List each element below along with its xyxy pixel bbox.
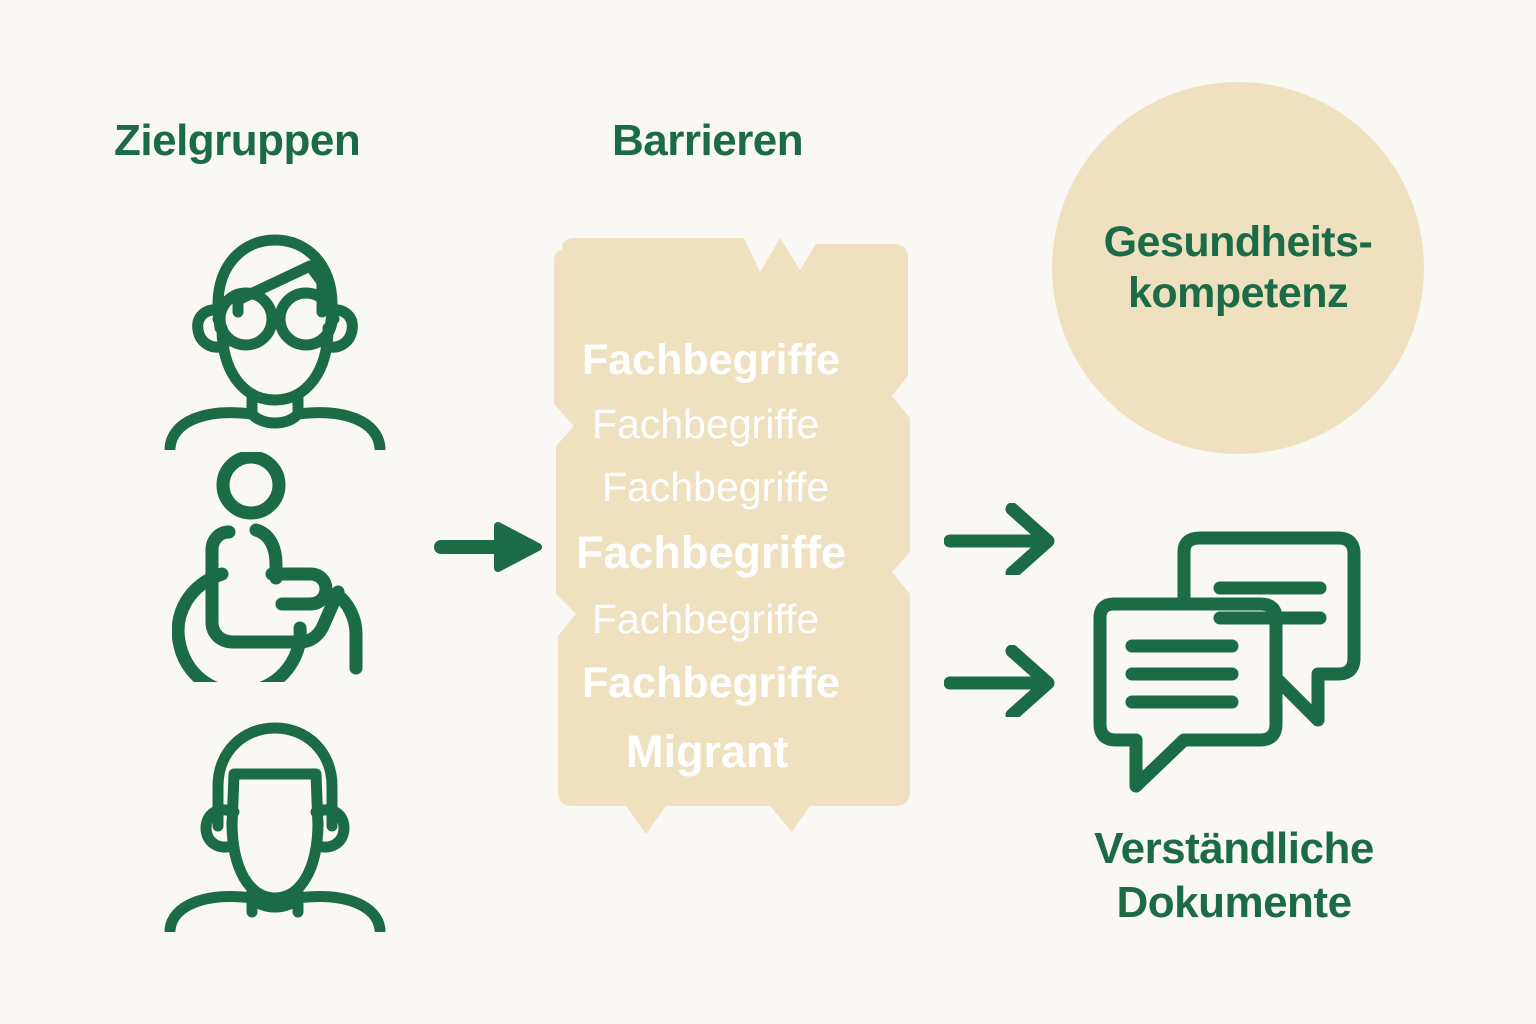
arrow-groups-to-barriers-icon: [432, 518, 542, 578]
barrier-word: Fachbegriffe: [592, 595, 820, 642]
understandable-documents-label: Verständliche Dokumente: [1094, 824, 1374, 927]
torn-paper-shape: [554, 238, 910, 834]
health-competence-label: Gesundheits- kompetenz: [1103, 218, 1373, 317]
barrier-word: Fachbegriffe: [582, 658, 841, 707]
arrow-barriers-to-documents-icon: [943, 644, 1064, 722]
heading-target-groups: Zielgruppen: [114, 116, 361, 165]
elderly-person-with-glasses-icon: [160, 200, 390, 454]
barrier-word: Fachbegriffe: [582, 335, 841, 384]
barrier-word: Migrant: [626, 725, 789, 777]
heading-barriers: Barrieren: [612, 116, 804, 165]
young-person-icon: [160, 700, 390, 936]
barrier-word: Fachbegriffe: [576, 526, 847, 578]
barriers-block: Fachbegriffe Fachbegriffe Fachbegriffe F…: [548, 236, 920, 858]
barrier-word: Fachbegriffe: [592, 400, 820, 447]
wheelchair-user-icon: [171, 450, 392, 700]
arrow-barriers-to-competence-icon: [943, 502, 1064, 580]
health-competence-circle: Gesundheits- kompetenz: [1052, 82, 1424, 454]
barrier-word: Fachbegriffe: [602, 463, 830, 510]
speech-bubbles-icon: [1092, 522, 1382, 804]
